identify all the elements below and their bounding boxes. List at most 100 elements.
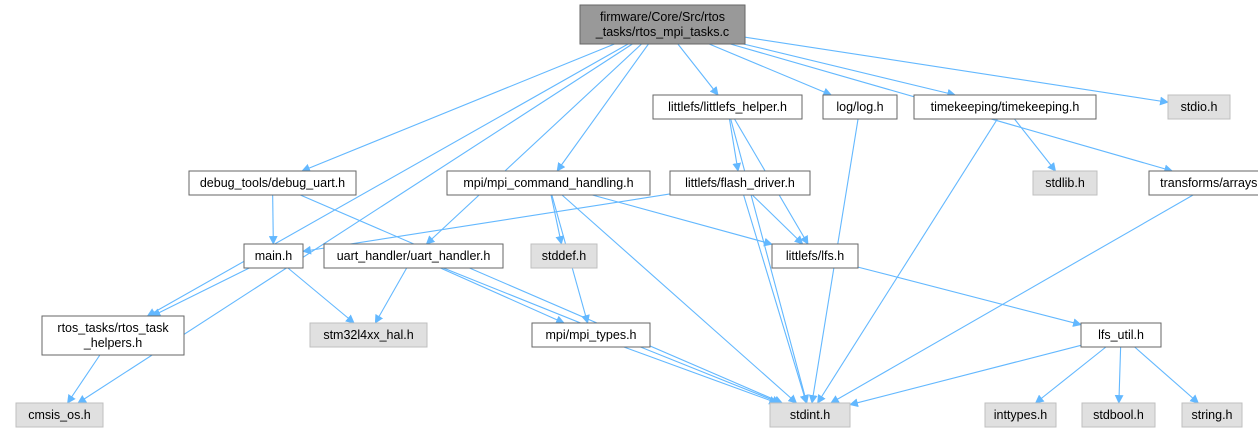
edge-lfs_util-to-stdint <box>849 344 1082 407</box>
edge-mpi_types-to-stdint <box>623 346 778 405</box>
node-box-cmsis <box>15 402 104 428</box>
node-mpi_types[interactable]: mpi/mpi_types.h <box>531 322 651 348</box>
edge-lfs_util-to-inttypes <box>1034 346 1107 404</box>
node-box-stdbool <box>1081 402 1156 428</box>
edge-timekeeping-to-stdlib <box>1014 118 1057 172</box>
edge-debug_uart-to-stdint <box>300 194 784 404</box>
node-box-string <box>1181 402 1243 428</box>
node-hal: stm32l4xx_hal.h <box>309 322 428 348</box>
node-stdlib: stdlib.h <box>1032 170 1098 196</box>
node-label-debug_uart: debug_tools/debug_uart.h <box>200 176 345 190</box>
node-label-lfs: littlefs/lfs.h <box>786 249 844 263</box>
edge-main-to-rtos_helpers <box>151 267 250 317</box>
edge-mpi_cmd-to-stdint <box>561 194 798 404</box>
node-mpi_cmd[interactable]: mpi/mpi_command_handling.h <box>446 170 651 196</box>
edge-lfs_util-to-string <box>1134 346 1200 404</box>
node-box-log <box>822 94 898 120</box>
node-rtos_helpers[interactable]: rtos_tasks/rtos_task_helpers.h <box>41 315 185 356</box>
node-label-stdint: stdint.h <box>790 408 830 422</box>
edge-main-to-hal <box>287 267 355 324</box>
node-lfs_util[interactable]: lfs_util.h <box>1080 322 1162 348</box>
node-box-root <box>579 4 746 45</box>
node-label-flash_driver: littlefs/flash_driver.h <box>685 176 795 190</box>
edge-root-to-rtos_helpers <box>146 43 629 317</box>
edge-rtos_helpers-to-cmsis <box>67 354 101 404</box>
node-label-main: main.h <box>255 249 293 263</box>
node-label-mpi_types: mpi/mpi_types.h <box>545 328 636 342</box>
edge-root-to-debug_uart <box>301 43 615 173</box>
node-label-arrays: transforms/arrays.h <box>1160 176 1258 190</box>
edge-flash_driver-to-main <box>302 193 671 255</box>
edge-mpi_cmd-to-stddef <box>550 194 565 245</box>
edge-arrays-to-stdint <box>830 194 1194 404</box>
node-stdbool: stdbool.h <box>1081 402 1156 428</box>
node-box-inttypes <box>984 402 1057 428</box>
node-cmsis: cmsis_os.h <box>15 402 104 428</box>
node-stddef: stddef.h <box>530 243 598 269</box>
node-label-cmsis: cmsis_os.h <box>28 408 91 422</box>
edge-root-to-log <box>708 43 833 97</box>
node-label-stdbool: stdbool.h <box>1093 408 1144 422</box>
edge-timekeeping-to-stdint <box>817 118 998 404</box>
node-box-hal <box>309 322 428 348</box>
edge-root-to-timekeeping <box>743 43 957 98</box>
node-inttypes: inttypes.h <box>984 402 1057 428</box>
node-box-stdint <box>769 402 851 428</box>
node-stdio: stdio.h <box>1167 94 1231 120</box>
edge-root-to-stdio <box>744 36 1169 106</box>
edge-littlefs_helper-to-stdint <box>730 118 809 404</box>
node-stdint: stdint.h <box>769 402 851 428</box>
edge-mpi_cmd-to-lfs <box>592 194 773 247</box>
node-box-mpi_types <box>531 322 651 348</box>
node-littlefs_helper[interactable]: littlefs/littlefs_helper.h <box>652 94 803 120</box>
node-label-hal: stm32l4xx_hal.h <box>323 328 413 342</box>
node-lfs[interactable]: littlefs/lfs.h <box>771 243 859 269</box>
edge-littlefs_helper-to-flash_driver <box>728 118 742 172</box>
node-flash_driver[interactable]: littlefs/flash_driver.h <box>669 170 811 196</box>
node-box-stdio <box>1167 94 1231 120</box>
edge-lfs_util-to-stdbool <box>1114 346 1124 404</box>
node-box-lfs <box>771 243 859 269</box>
edge-uart_handler-to-hal <box>374 267 408 324</box>
edge-lfs-to-lfs_util <box>857 266 1082 327</box>
node-label-inttypes: inttypes.h <box>994 408 1048 422</box>
edge-debug_uart-to-main <box>268 194 278 245</box>
node-label-lfs_util: lfs_util.h <box>1098 328 1144 342</box>
node-box-uart_handler <box>323 243 504 269</box>
node-label-root-line-1: firmware/Core/Src/rtos <box>600 10 725 24</box>
node-label-root-line-2: _tasks/rtos_mpi_tasks.c <box>595 25 729 39</box>
edge-root-to-uart_handler <box>425 43 642 245</box>
node-box-stddef <box>530 243 598 269</box>
node-box-littlefs_helper <box>652 94 803 120</box>
node-label-uart_handler: uart_handler/uart_handler.h <box>337 249 491 263</box>
node-label-littlefs_helper: littlefs/littlefs_helper.h <box>668 100 787 114</box>
node-label-rtos_helpers-line-2: _helpers.h <box>83 336 142 350</box>
node-log[interactable]: log/log.h <box>822 94 898 120</box>
node-box-timekeeping <box>913 94 1097 120</box>
edge-flash_driver-to-stdint <box>743 194 809 404</box>
node-box-debug_uart <box>188 170 357 196</box>
edge-uart_handler-to-mpi_types <box>440 267 565 324</box>
node-box-rtos_helpers <box>41 315 185 356</box>
node-root[interactable]: firmware/Core/Src/rtos_tasks/rtos_mpi_ta… <box>579 4 746 45</box>
node-label-stddef: stddef.h <box>542 249 587 263</box>
node-label-mpi_cmd: mpi/mpi_command_handling.h <box>463 176 633 190</box>
edges-layer <box>67 36 1200 407</box>
edge-flash_driver-to-lfs <box>751 194 804 245</box>
node-box-lfs_util <box>1080 322 1162 348</box>
node-debug_uart[interactable]: debug_tools/debug_uart.h <box>188 170 357 196</box>
node-box-arrays <box>1148 170 1258 196</box>
node-box-main <box>243 243 304 269</box>
node-uart_handler[interactable]: uart_handler/uart_handler.h <box>323 243 504 269</box>
node-box-stdlib <box>1032 170 1098 196</box>
node-arrays[interactable]: transforms/arrays.h <box>1148 170 1258 196</box>
node-main[interactable]: main.h <box>243 243 304 269</box>
node-timekeeping[interactable]: timekeeping/timekeeping.h <box>913 94 1097 120</box>
edge-root-to-mpi_cmd <box>556 43 649 172</box>
edge-root-to-littlefs_helper <box>677 43 719 96</box>
node-label-string: string.h <box>1192 408 1233 422</box>
nodes-layer: firmware/Core/Src/rtos_tasks/rtos_mpi_ta… <box>15 4 1258 428</box>
node-label-stdlib: stdlib.h <box>1045 176 1085 190</box>
node-box-mpi_cmd <box>446 170 651 196</box>
